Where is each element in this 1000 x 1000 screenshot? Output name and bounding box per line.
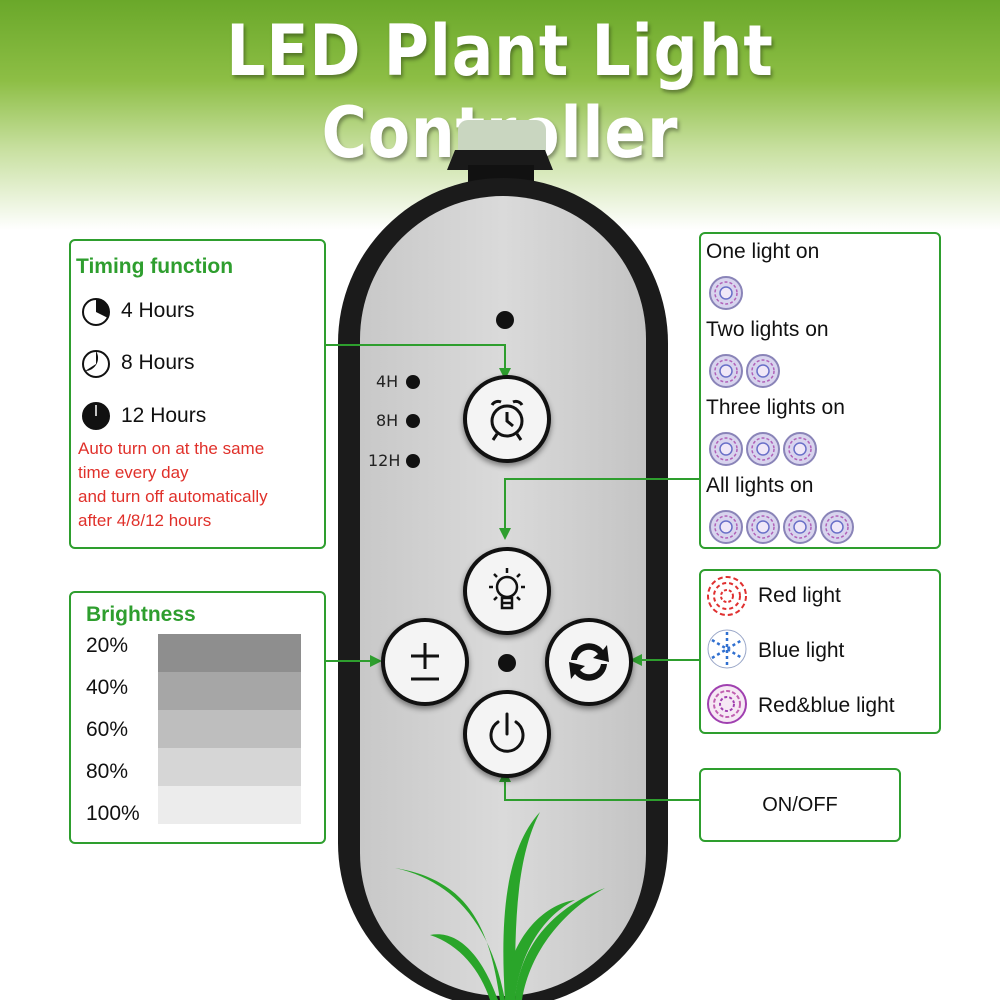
red-light-label: Red light — [758, 584, 841, 607]
led-icon — [709, 432, 743, 466]
timing-heading: Timing function — [76, 255, 234, 278]
timer-option-12h: 12 Hours — [121, 404, 207, 427]
led-icon — [746, 432, 780, 466]
power-panel: ON/OFF — [699, 768, 901, 842]
led-icon — [709, 354, 743, 388]
plus-minus-icon — [411, 643, 439, 681]
brightness-swatch-40 — [158, 672, 301, 710]
light-count-button[interactable] — [463, 547, 551, 635]
led-icon — [709, 276, 743, 310]
led-icon — [709, 510, 743, 544]
timing-panel: Timing function 4 Hours 8 Hours 12 Hours… — [69, 239, 326, 549]
led-icon — [820, 510, 854, 544]
timer-8h-icon — [82, 350, 110, 378]
brightness-swatch-20 — [158, 634, 301, 672]
led-icon — [746, 510, 780, 544]
led-icon — [746, 354, 780, 388]
lights-count-three: Three lights on — [706, 396, 845, 419]
red-blue-light-label: Red&blue light — [758, 694, 895, 717]
bulb-icon — [489, 568, 525, 610]
timer-led-12h — [406, 454, 420, 468]
power-label: ON/OFF — [762, 794, 838, 816]
red-led-icon — [707, 576, 747, 616]
timer-option-4h: 4 Hours — [121, 299, 195, 322]
red-blue-led-icon — [707, 684, 747, 724]
lights-count-all: All lights on — [706, 474, 814, 497]
timing-note-line-1: Auto turn on at the same — [78, 439, 265, 458]
brightness-heading: Brightness — [86, 603, 196, 626]
brightness-label-80: 80% — [86, 760, 129, 783]
led-icon — [783, 432, 817, 466]
timing-note-line-2: time every day — [78, 463, 189, 482]
timing-note-line-4: after 4/8/12 hours — [78, 511, 212, 530]
timer-option-8h: 8 Hours — [121, 351, 195, 374]
timer-button[interactable] — [463, 375, 551, 463]
timer-label-8h: 8H — [376, 411, 399, 430]
alarm-clock-icon — [490, 399, 524, 441]
brightness-swatch-80 — [158, 748, 301, 786]
cycle-arrows-icon — [569, 643, 609, 681]
blue-light-label: Blue light — [758, 639, 845, 662]
timer-led-8h — [406, 414, 420, 428]
brightness-button[interactable] — [381, 618, 469, 706]
lights-count-two: Two lights on — [706, 318, 829, 341]
timing-note-line-3: and turn off automatically — [78, 487, 268, 506]
brightness-swatch-60 — [158, 710, 301, 748]
power-button[interactable] — [463, 690, 551, 778]
brightness-label-20: 20% — [86, 634, 129, 657]
connector-lines — [325, 344, 700, 801]
center-led — [498, 654, 516, 672]
timer-12h-icon — [82, 402, 110, 430]
brightness-label-100: 100% — [86, 802, 140, 825]
page-title: LED Plant Light Controller — [226, 10, 774, 174]
power-icon — [489, 712, 525, 753]
color-cycle-button[interactable] — [545, 618, 633, 706]
status-led — [496, 311, 514, 329]
brightness-label-60: 60% — [86, 718, 129, 741]
timer-led-4h — [406, 375, 420, 389]
blue-led-icon — [707, 629, 747, 669]
lights-count-one: One light on — [706, 240, 820, 263]
led-icon — [783, 510, 817, 544]
timer-4h-icon — [82, 298, 110, 326]
timer-label-4h: 4H — [376, 372, 399, 391]
plant-logo — [395, 812, 605, 1000]
brightness-label-40: 40% — [86, 676, 129, 699]
brightness-swatch-100 — [158, 786, 301, 824]
timer-label-12h: 12H — [368, 451, 401, 470]
